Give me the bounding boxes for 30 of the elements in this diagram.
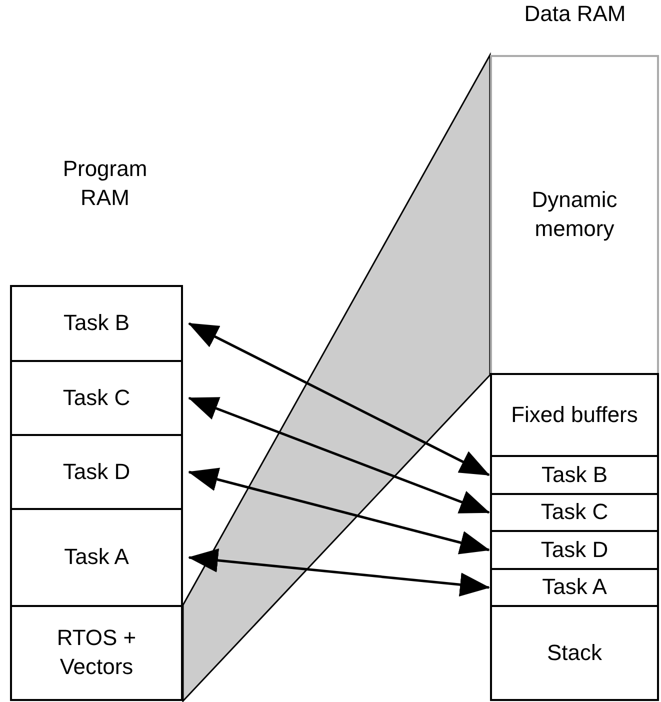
memory-block — [490, 373, 659, 457]
column-heading: Program RAM — [62, 155, 148, 212]
block-label: Task C — [62, 384, 132, 412]
memory-block — [490, 55, 659, 375]
memory-block — [490, 530, 659, 570]
block-label: Task C — [540, 498, 610, 526]
block-label: Task B — [62, 309, 131, 338]
memory-block — [10, 605, 183, 701]
memory-block — [490, 455, 659, 495]
block-label: Fixed buffers — [510, 400, 639, 429]
memory-block — [10, 434, 183, 510]
block-label: Task D — [540, 536, 610, 564]
memory-block — [10, 285, 183, 362]
block-label: Task A — [63, 543, 130, 572]
memory-block — [10, 508, 183, 607]
memory-block — [10, 360, 183, 436]
block-label: Task A — [541, 573, 608, 602]
double-arrow — [188, 322, 490, 476]
memory-block — [490, 568, 659, 607]
double-arrow — [188, 468, 490, 554]
block-label: Task B — [540, 460, 609, 489]
block-label: Dynamic memory — [530, 186, 618, 243]
block-label: Task D — [62, 458, 132, 486]
block-label: RTOS + Vectors — [56, 624, 138, 681]
double-arrow — [188, 548, 490, 597]
block-label: Stack — [546, 638, 604, 667]
memory-block — [490, 493, 659, 532]
column-heading: Data RAM — [523, 0, 627, 28]
memory-block — [490, 605, 659, 701]
double-arrow — [188, 396, 490, 514]
